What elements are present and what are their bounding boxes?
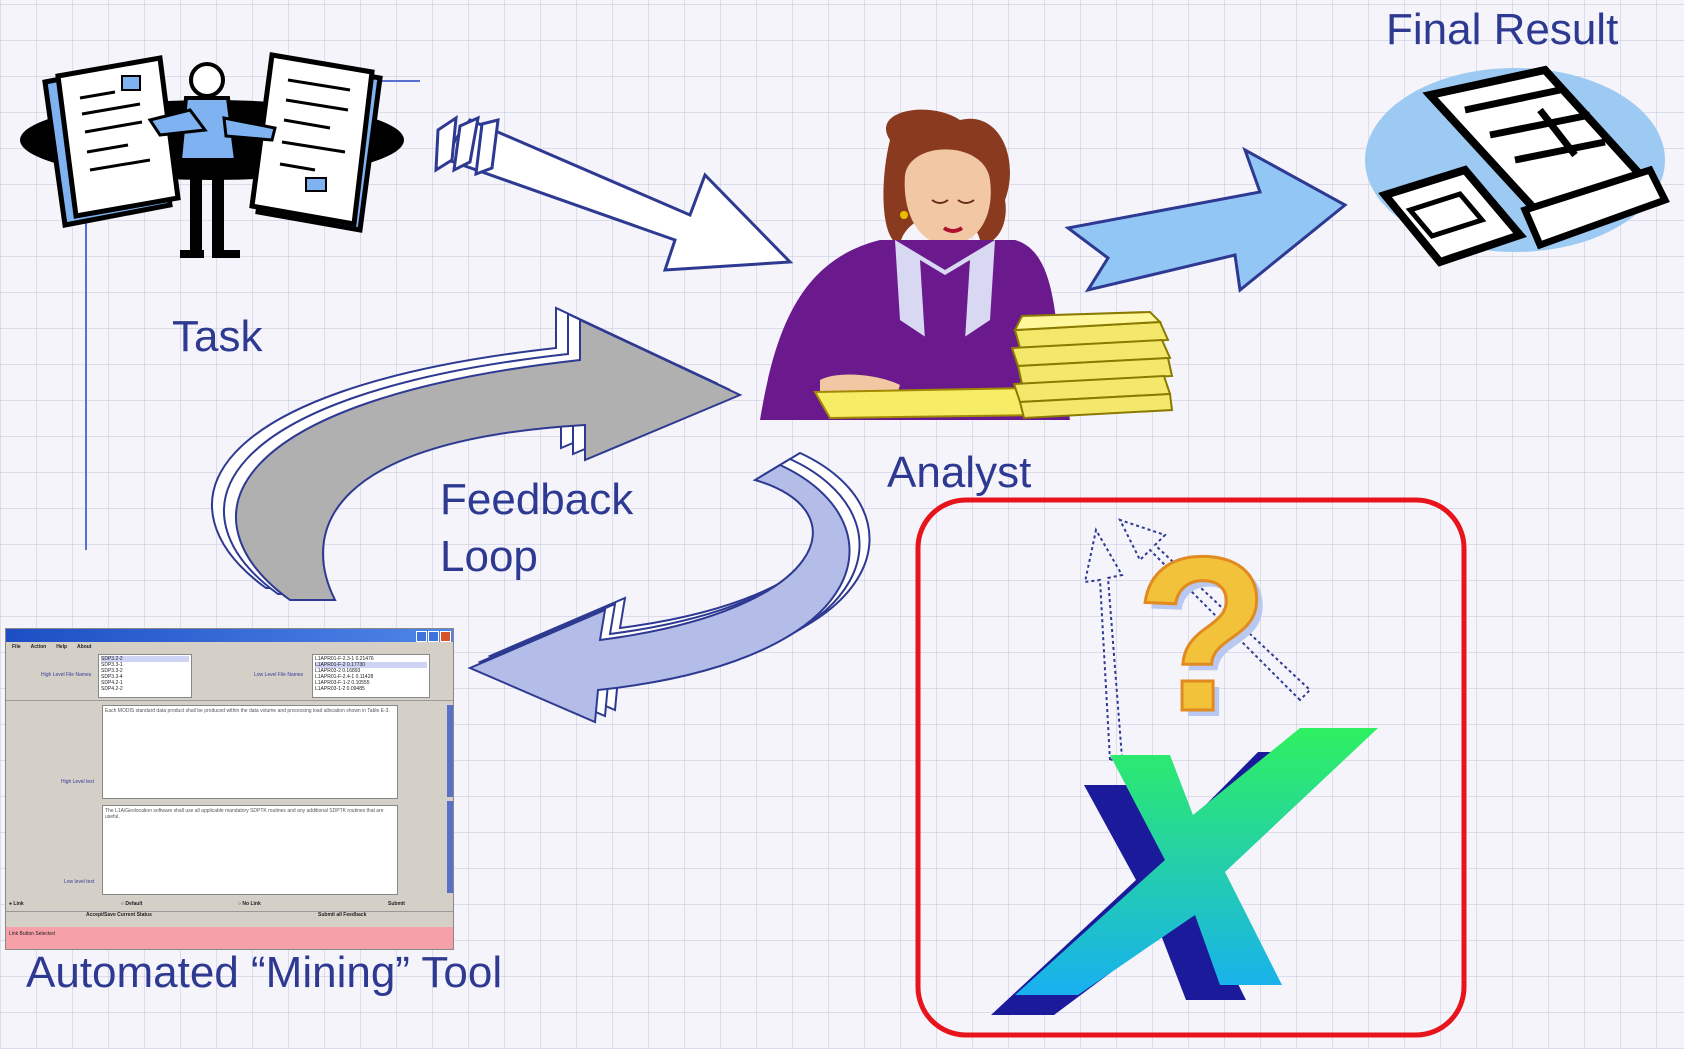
x-cross-icon xyxy=(991,728,1378,1015)
high-level-files-label: High Level File Names xyxy=(41,672,92,678)
submit-button[interactable]: Submit xyxy=(388,901,405,907)
radio-link[interactable]: ● Link xyxy=(9,901,24,907)
low-level-text-area[interactable]: The L1A/Geolocation software shall use a… xyxy=(102,805,398,895)
final-result-label: Final Result xyxy=(1386,5,1619,54)
radio-nolink-label: No Link xyxy=(242,901,261,907)
submit-all-feedback-button[interactable]: Submit all Feedback xyxy=(318,912,367,918)
question-mark-icon: ? ? xyxy=(1134,510,1276,764)
status-bar: Link Button Selected xyxy=(6,927,453,949)
menu-file[interactable]: File xyxy=(12,644,21,650)
low-text-scrollbar[interactable] xyxy=(447,801,453,893)
accept-save-button[interactable]: Accept/Save Current Status xyxy=(86,912,152,918)
close-icon[interactable] xyxy=(440,631,451,642)
task-label: Task xyxy=(172,312,263,361)
radio-link-label: Link xyxy=(13,901,24,907)
analyst-woman-icon xyxy=(760,109,1174,420)
analyst-to-result-arrow xyxy=(1064,146,1348,293)
list-item[interactable]: L1APR03-2 0.16893 xyxy=(315,668,361,674)
high-level-file-list[interactable]: SDP3.2-2 SDP3.3-1 SDP3.3-2 SDP3.3-4 SDP4… xyxy=(98,654,192,698)
maximize-icon[interactable] xyxy=(428,631,439,642)
svg-text:?: ? xyxy=(1141,517,1275,763)
svg-text:?: ? xyxy=(1135,511,1269,757)
list-item[interactable]: SDP4.2-2 xyxy=(101,686,123,692)
low-level-text-label: Low level text xyxy=(64,879,95,885)
mining-tool-window: File Action Help About High Level File N… xyxy=(5,628,454,950)
file-lists-row: High Level File Names SDP3.2-2 SDP3.3-1 … xyxy=(6,652,453,701)
low-level-file-list[interactable]: L1APR01-F-2.3-1 0.21476 L1APR01-F-2 0.17… xyxy=(312,654,430,698)
list-item[interactable]: L1APR03-F-1-2 0.10555 xyxy=(315,680,370,686)
menu-action[interactable]: Action xyxy=(30,644,47,650)
menu-help[interactable]: Help xyxy=(56,644,68,650)
loop-label: Loop xyxy=(440,532,538,581)
list-item[interactable]: L1APR03-1-2 0.09485 xyxy=(315,686,365,692)
low-level-files-label: Low Level File Names xyxy=(254,672,304,678)
printer-output-icon xyxy=(1365,65,1670,267)
list-item[interactable]: L1APR01-F-2.4-1 0.11428 xyxy=(315,674,374,680)
tool-menu-bar: File Action Help About xyxy=(6,642,453,652)
high-level-text-label: High Level text xyxy=(61,779,95,785)
radio-default-label: Default xyxy=(125,901,143,907)
button-row: Accept/Save Current Status Submit all Fe… xyxy=(6,911,453,922)
list-item[interactable]: SDP4.2-1 xyxy=(101,680,123,686)
mining-tool-label: Automated “Mining” Tool xyxy=(26,948,503,997)
person-with-documents-icon xyxy=(20,52,404,258)
high-text-scrollbar[interactable] xyxy=(447,705,453,797)
list-item[interactable]: SDP3.3-2 xyxy=(101,668,123,674)
menu-about[interactable]: About xyxy=(77,644,92,650)
radio-default[interactable]: ○ Default xyxy=(121,901,143,907)
dotted-arrows xyxy=(1083,518,1312,762)
minimize-icon[interactable] xyxy=(416,631,427,642)
feedback-arrow-gray xyxy=(211,306,743,601)
tool-title-bar xyxy=(6,629,453,642)
feedback-arrow-lavender xyxy=(467,451,871,724)
list-item[interactable]: L1APR01-F-2.3-1 0.21476 xyxy=(315,656,374,662)
list-item[interactable]: L1APR01-F-2 0.17730 xyxy=(315,662,427,668)
highlight-box xyxy=(915,497,1467,1038)
list-item[interactable]: SDP3.3-4 xyxy=(101,674,123,680)
high-level-text-area[interactable]: Each MODIS standard data product shall b… xyxy=(102,705,398,799)
list-item[interactable]: SDP3.3-1 xyxy=(101,662,123,668)
task-to-analyst-arrow xyxy=(434,115,794,272)
analyst-label: Analyst xyxy=(887,448,1032,497)
feedback-label: Feedback xyxy=(440,475,634,524)
radio-nolink[interactable]: ○ No Link xyxy=(238,901,261,907)
list-item[interactable]: SDP3.2-2 xyxy=(101,656,189,662)
